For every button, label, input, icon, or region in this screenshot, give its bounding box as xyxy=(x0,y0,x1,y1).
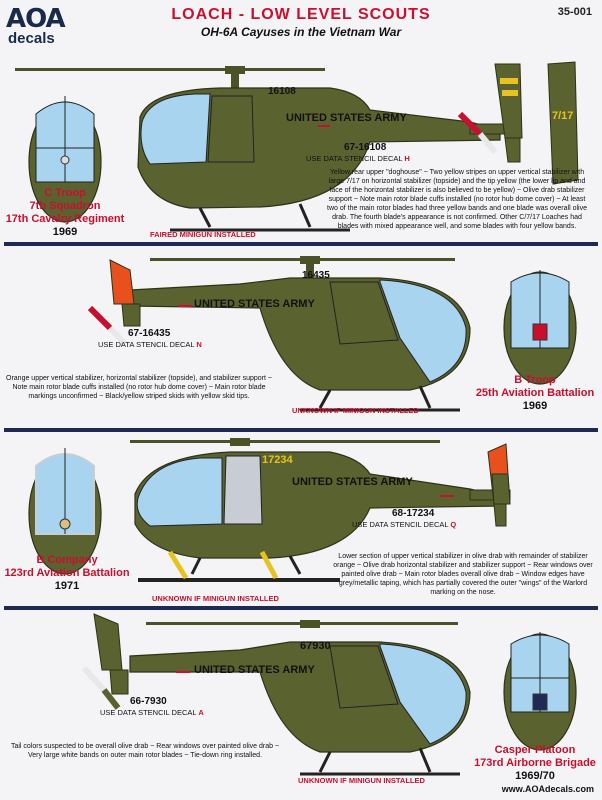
section-divider-2 xyxy=(4,428,598,432)
serial-number: 66-7930 xyxy=(130,696,167,707)
logo-sub-text: decals xyxy=(8,30,55,47)
stencil-instruction: USE DATA STENCIL DECAL H xyxy=(306,154,410,163)
profile-note: Tail colors suspected to be overall oliv… xyxy=(10,743,280,759)
unit-designation: B Troop 25th Aviation Battalion 1969 xyxy=(470,374,600,413)
section-divider-1 xyxy=(4,242,598,246)
nose-code: 16435 xyxy=(302,270,330,281)
sheet-number: 35-001 xyxy=(557,6,592,18)
profile-3: 17234 UNITED STATES ARMY 68-17234 USE DA… xyxy=(0,434,602,604)
fuselage-marking: UNITED STATES ARMY xyxy=(194,298,315,310)
helicopter-side-view-2 xyxy=(87,256,577,412)
unit-designation: B Company 123rd Aviation Battalion 1971 xyxy=(2,554,132,593)
profile-2: 16435 UNITED STATES ARMY 67-16435 USE DA… xyxy=(0,248,602,428)
unit-year: 1969 xyxy=(522,400,548,412)
unit-line-2: 123rd Aviation Battalion xyxy=(4,567,130,579)
tail-marking: 7/17 xyxy=(552,110,574,122)
website-url[interactable]: www.AOAdecals.com xyxy=(501,784,594,794)
stencil-letter: A xyxy=(198,708,204,717)
unit-line-1: B Troop xyxy=(514,374,556,386)
nose-code: 67930 xyxy=(300,640,331,652)
profile-1: 16108 UNITED STATES ARMY 7/17 67-16108 U… xyxy=(0,52,602,242)
unit-line-3: 17th Cavalry Regiment xyxy=(5,213,125,225)
unit-line-1: Casper Platoon xyxy=(494,744,576,756)
stencil-prefix: USE DATA STENCIL DECAL xyxy=(306,154,403,163)
unit-year: 1971 xyxy=(54,580,80,592)
stencil-instruction: USE DATA STENCIL DECAL A xyxy=(100,708,204,717)
page-title: LOACH - LOW LEVEL SCOUTS xyxy=(171,6,431,23)
fuselage-marking: UNITED STATES ARMY xyxy=(286,112,407,124)
nose-code: 16108 xyxy=(268,86,296,97)
unit-designation: C Troop 7th Squadron 17th Cavalry Regime… xyxy=(4,187,126,239)
stencil-prefix: USE DATA STENCIL DECAL xyxy=(100,708,197,717)
unit-line-2: 7th Squadron xyxy=(29,200,101,212)
profile-note: Lower section of upper vertical stabiliz… xyxy=(333,553,593,596)
unit-designation: Casper Platoon 173rd Airborne Brigade 19… xyxy=(470,744,600,783)
stencil-letter: H xyxy=(404,154,410,163)
helicopter-side-view-1 xyxy=(15,61,579,232)
nose-code: 17234 xyxy=(262,454,293,466)
unit-line-2: 173rd Airborne Brigade xyxy=(474,757,596,769)
stencil-instruction: USE DATA STENCIL DECAL N xyxy=(98,340,202,349)
minigun-status: FAIRED MINIGUN INSTALLED xyxy=(150,230,256,239)
serial-number: 67-16435 xyxy=(128,328,171,339)
profile-note: Yellow rear upper "doghouse" ~ Two yello… xyxy=(327,169,587,230)
stencil-prefix: USE DATA STENCIL DECAL xyxy=(352,520,449,529)
fuselage-marking: UNITED STATES ARMY xyxy=(292,476,413,488)
unit-year: 1969 xyxy=(52,226,78,238)
minigun-status: UNKNOWN IF MINIGUN INSTALLED xyxy=(152,594,279,603)
section-divider-3 xyxy=(4,606,598,610)
helicopter-side-view-4 xyxy=(81,613,577,776)
logo-main-text: AOA xyxy=(6,4,66,34)
helicopter-side-view-3 xyxy=(28,438,511,582)
fuselage-marking: UNITED STATES ARMY xyxy=(194,664,315,676)
unit-line-1: B Company xyxy=(36,554,98,566)
profile-note: Orange upper vertical stabilizer, horizo… xyxy=(6,375,272,400)
aoa-logo: AOA decals xyxy=(6,4,66,48)
stencil-letter: Q xyxy=(450,520,457,529)
stencil-instruction: USE DATA STENCIL DECAL Q xyxy=(352,520,456,529)
page-subtitle: OH-6A Cayuses in the Vietnam War xyxy=(200,25,402,39)
unit-line-2: 25th Aviation Battalion xyxy=(475,387,595,399)
unit-line-1: C Troop xyxy=(44,187,86,199)
profile-4: 67930 UNITED STATES ARMY 66-7930 USE DAT… xyxy=(0,612,602,792)
serial-number: 68-17234 xyxy=(392,508,435,519)
stencil-prefix: USE DATA STENCIL DECAL xyxy=(98,340,195,349)
minigun-status: UNKNOWN IF MINIGUN INSTALLED xyxy=(292,406,419,415)
stencil-letter: N xyxy=(196,340,202,349)
minigun-status: UNKNOWN IF MINIGUN INSTALLED xyxy=(298,776,425,785)
serial-number: 67-16108 xyxy=(344,142,387,153)
unit-year: 1969/70 xyxy=(515,770,555,782)
